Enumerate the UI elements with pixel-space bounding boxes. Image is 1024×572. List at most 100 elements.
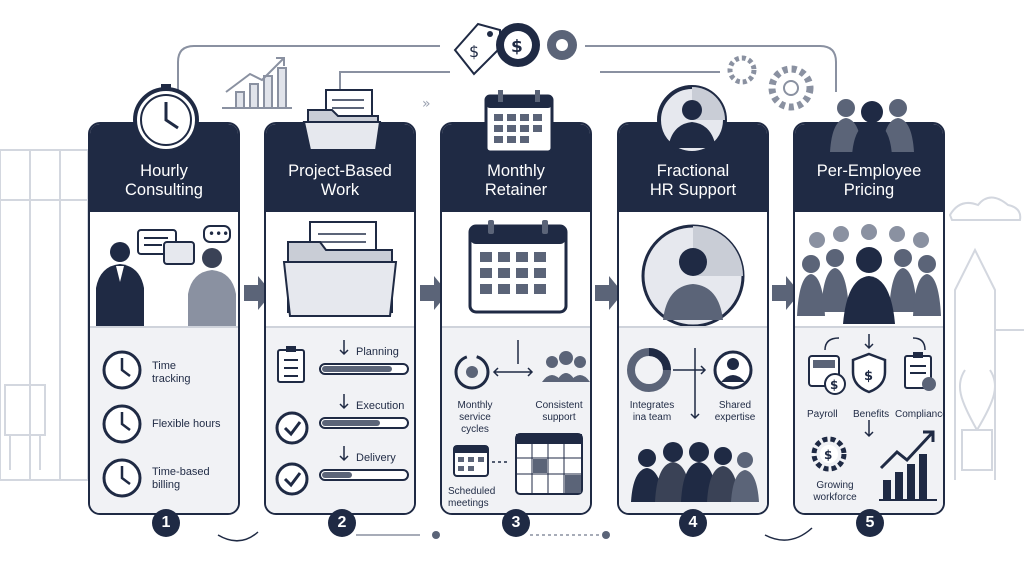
- down-arrow: [864, 420, 874, 438]
- card-fractional-hr-support: Fractional HR Support: [617, 122, 769, 515]
- card-title: Fractional HR Support: [649, 162, 737, 199]
- step-badge: 1: [152, 509, 180, 537]
- item-label: Compliance: [895, 409, 945, 420]
- cycle-icon: [454, 354, 490, 390]
- calendar-icon: [453, 445, 489, 477]
- calendar-icon: [484, 90, 554, 154]
- shield-dollar-icon: $: [851, 352, 887, 394]
- item-label: Growing workforce: [813, 480, 857, 503]
- bottom-connector-1: [217, 531, 259, 542]
- card-title: Project-Based Work: [288, 162, 392, 199]
- svg-text:$: $: [864, 369, 873, 384]
- clipboard-check-icon: [904, 352, 936, 391]
- folder-icon: [302, 89, 382, 151]
- pie-chart-icon: [627, 348, 671, 392]
- arrow: [673, 365, 707, 375]
- step-badge: 5: [856, 509, 884, 537]
- check-circle-icon: [275, 411, 309, 445]
- card-details: Planning Execution Delivery: [266, 326, 414, 513]
- card-details: Time tracking Flexible hours Time-based …: [90, 326, 238, 513]
- group-icon: [830, 99, 914, 156]
- item-label: Delivery: [356, 452, 396, 464]
- bottom-dot-1: [432, 531, 440, 539]
- folder-icon: [282, 221, 398, 317]
- group-icon: [542, 351, 590, 382]
- card-details: Integrates ina team Shared expertise: [619, 326, 767, 513]
- item-label: Integrates ina team: [629, 400, 675, 423]
- card-title: Per-Employee Pricing: [816, 162, 922, 199]
- card-hourly-consulting: Hourly Consulting •••: [88, 122, 240, 515]
- person-avatar-icon: [641, 224, 745, 328]
- exchange-arrows: [492, 367, 534, 377]
- employees-illustration: [795, 212, 943, 326]
- card-project-based-work: Project-Based Work: [264, 122, 416, 515]
- card-header: Per-Employee Pricing: [795, 124, 943, 212]
- progress-bar: [319, 417, 409, 429]
- svg-text:$: $: [830, 378, 838, 392]
- folder-illustration: [266, 212, 414, 326]
- payroll-icon: $: [808, 355, 846, 395]
- item-label: Time tracking: [152, 360, 191, 385]
- svg-text:$: $: [511, 37, 523, 57]
- bottom-dot-2: [602, 531, 610, 539]
- clock-icon: [133, 84, 199, 153]
- chevrons-icon: »: [422, 96, 431, 112]
- item-label: Payroll: [807, 409, 838, 420]
- item-label: Shared expertise: [714, 400, 756, 423]
- person-avatar-icon: [657, 85, 727, 155]
- item-label: Consistent support: [535, 400, 583, 423]
- svg-text:$: $: [469, 42, 479, 61]
- card-title: Hourly Consulting: [125, 162, 203, 199]
- clock-icon: [102, 404, 142, 444]
- item-label: Monthly service cycles: [457, 400, 493, 435]
- calendar-icon: [468, 220, 568, 314]
- calendar-grid-icon: [515, 433, 583, 495]
- top-connector-left: [177, 45, 440, 123]
- item-label: Benefits: [853, 409, 890, 420]
- bar-chart-arrow-icon: [879, 430, 937, 501]
- item-label: Flexible hours: [152, 418, 221, 430]
- crowd-icon: [797, 224, 941, 324]
- check-circle-icon: [275, 462, 309, 496]
- card-header: Fractional HR Support: [619, 124, 767, 212]
- progress-bar: [319, 363, 409, 375]
- svg-text:•••: •••: [208, 227, 229, 241]
- step-badge: 4: [679, 509, 707, 537]
- progress-arrows: [339, 340, 349, 462]
- item-label: Time-based billing: [152, 466, 210, 491]
- dollar-gear-icon: $: [811, 436, 847, 472]
- branch-connector: [824, 337, 926, 351]
- gears-icon: [727, 55, 814, 111]
- clock-icon: [102, 458, 142, 498]
- dollar-gear-icon: $: [496, 23, 540, 67]
- step-badge: 3: [502, 509, 530, 537]
- progress-bar: [319, 469, 409, 481]
- item-label: Execution: [356, 400, 405, 412]
- checklist-icon: [277, 346, 305, 383]
- hr-illustration: [619, 212, 767, 328]
- item-label: Scheduled meetings: [448, 486, 496, 509]
- card-title: Monthly Retainer: [484, 162, 548, 199]
- card-details: Monthly service cycles Consistent suppor…: [442, 326, 590, 513]
- consulting-illustration: •••: [90, 212, 238, 326]
- top-connector-mid: [339, 71, 450, 92]
- skyline-background: [948, 196, 1024, 480]
- growth-chart-icon: [222, 57, 292, 109]
- top-connector-right: [585, 45, 837, 92]
- card-per-employee-pricing: Per-Employee Pricing: [793, 122, 945, 515]
- gear-icon: [547, 30, 577, 60]
- clock-icon: [102, 350, 142, 390]
- step-badge: 2: [328, 509, 356, 537]
- down-arrow: [864, 334, 874, 350]
- team-group-icon: [631, 442, 759, 502]
- down-arrow: [690, 348, 700, 420]
- person-circle-icon: [713, 350, 753, 390]
- calendar-illustration: [442, 212, 590, 326]
- card-details: $ $ $: [795, 326, 945, 513]
- item-label: Planning: [356, 346, 399, 358]
- svg-text:$: $: [824, 448, 832, 462]
- bottom-connector-4: [764, 527, 813, 541]
